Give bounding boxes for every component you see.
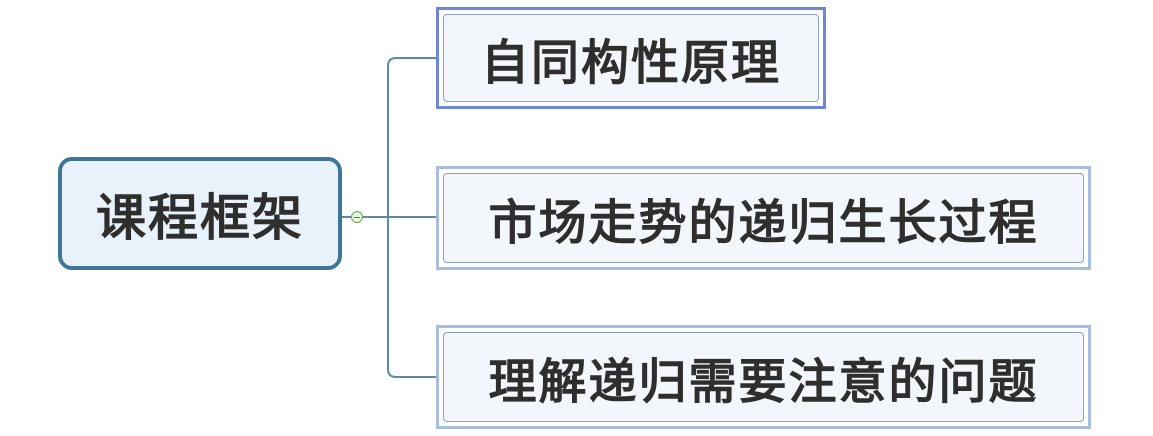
subtopic-1-box: 自同构性原理 <box>443 14 819 102</box>
subtopic-3-box: 理解递归需要注意的问题 <box>443 332 1084 422</box>
subtopic-2[interactable]: 市场走势的递归生长过程 <box>436 166 1091 270</box>
subtopic-2-label: 市场走势的递归生长过程 <box>488 195 1039 251</box>
subtopic-3[interactable]: 理解递归需要注意的问题 <box>436 325 1091 429</box>
connector-branch-3 <box>387 217 436 378</box>
collapse-toggle-icon[interactable] <box>351 211 363 223</box>
root-topic[interactable]: 课程框架 <box>58 157 342 270</box>
subtopic-3-label: 理解递归需要注意的问题 <box>488 354 1039 410</box>
root-topic-label: 课程框架 <box>96 188 304 247</box>
connector-branch-1 <box>387 57 436 217</box>
subtopic-1[interactable]: 自同构性原理 <box>436 7 826 109</box>
subtopic-1-label: 自同构性原理 <box>480 35 781 91</box>
subtopic-2-box: 市场走势的递归生长过程 <box>443 173 1084 263</box>
